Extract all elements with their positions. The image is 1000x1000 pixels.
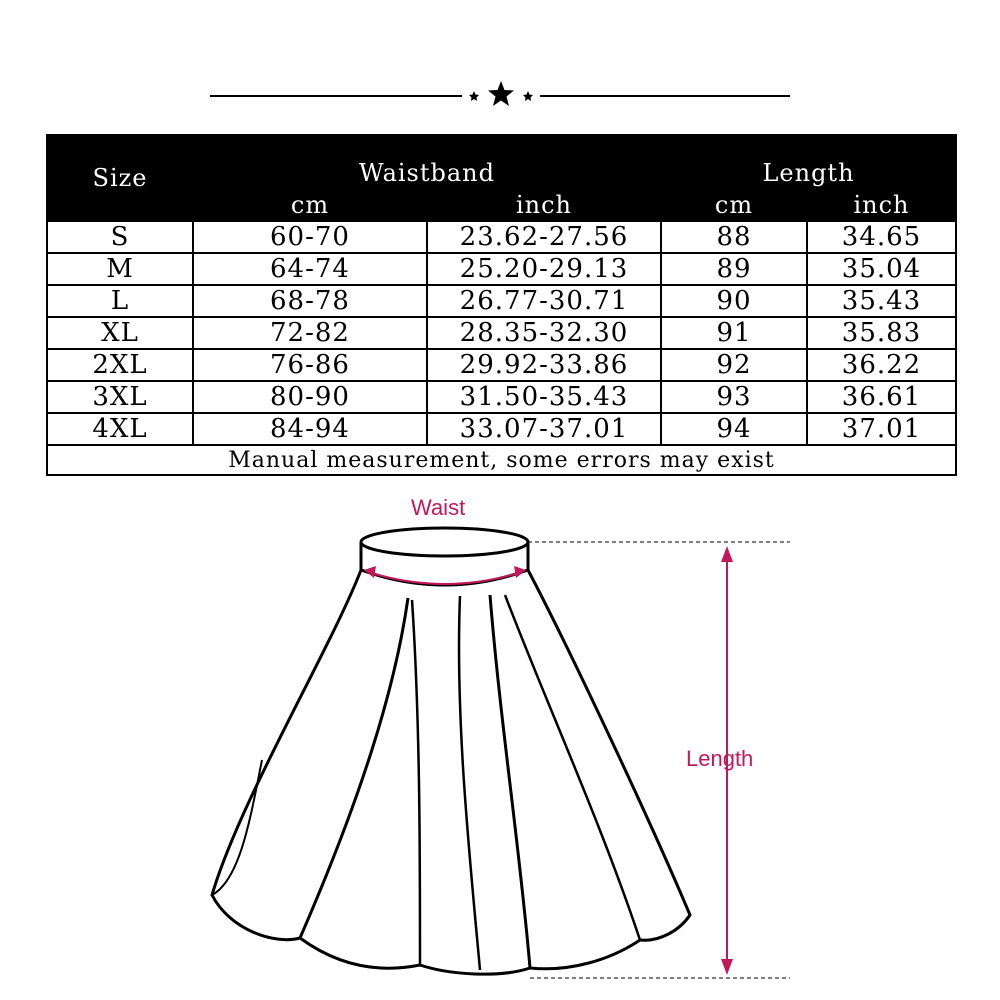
table-cell-length-cm: 94 xyxy=(660,412,808,446)
pleat-line xyxy=(488,594,532,969)
table-cell-length-cm: 89 xyxy=(660,252,808,286)
size-header: Size xyxy=(46,134,194,222)
waist-measure-curve xyxy=(367,571,523,585)
table-cell-length-inch: 37.01 xyxy=(806,412,957,446)
pleat-line xyxy=(410,599,422,966)
unit-header: inch xyxy=(806,188,957,222)
table-cell-size: L xyxy=(46,284,194,318)
table-cell-waist-cm: 80-90 xyxy=(192,380,428,414)
table-cell-size: XL xyxy=(46,316,194,350)
pleat-line xyxy=(298,597,410,939)
table-group-header-row: Waistband Length xyxy=(47,156,957,190)
waistband-header: Waistband xyxy=(192,156,662,190)
small-star-icon xyxy=(523,91,533,101)
arrow-left-icon xyxy=(364,566,376,578)
unit-header: inch xyxy=(426,188,662,222)
table-cell-size: 3XL xyxy=(46,380,194,414)
star-divider xyxy=(210,81,790,106)
table-header-band: Size xyxy=(46,134,957,222)
length-header: Length xyxy=(660,156,957,190)
length-label: Length xyxy=(686,746,754,771)
table-cell-size: 4XL xyxy=(46,412,194,446)
table-cell-size: S xyxy=(46,220,194,254)
waistband-top xyxy=(359,526,530,558)
arrow-up-icon xyxy=(721,546,733,562)
table-cell-waist-inch: 33.07-37.01 xyxy=(426,412,662,446)
table-cell-size: 2XL xyxy=(46,348,194,382)
table-cell-waist-inch: 28.35-32.30 xyxy=(426,316,662,350)
table-cell-waist-inch: 29.92-33.86 xyxy=(426,348,662,382)
table-cell-length-cm: 88 xyxy=(660,220,808,254)
waist-label: Waist xyxy=(411,495,466,520)
skirt-diagram xyxy=(210,526,790,979)
pleat-line xyxy=(211,759,263,896)
pleat-line xyxy=(503,594,642,941)
star-icon xyxy=(488,81,514,106)
table-cell-waist-cm: 72-82 xyxy=(192,316,428,350)
table-cell-waist-cm: 68-78 xyxy=(192,284,428,318)
table-cell-waist-inch: 31.50-35.43 xyxy=(426,380,662,414)
table-cell-length-inch: 34.65 xyxy=(806,220,957,254)
small-star-icon xyxy=(469,91,479,101)
table-cell-length-cm: 93 xyxy=(660,380,808,414)
table-cell-waist-cm: 84-94 xyxy=(192,412,428,446)
table-cell-length-cm: 90 xyxy=(660,284,808,318)
unit-header: cm xyxy=(192,188,428,222)
table-cell-waist-inch: 25.20-29.13 xyxy=(426,252,662,286)
table-cell-waist-inch: 23.62-27.56 xyxy=(426,220,662,254)
table-cell-length-inch: 35.83 xyxy=(806,316,957,350)
unit-header: cm xyxy=(660,188,808,222)
pleat-line xyxy=(457,595,482,971)
table-cell-length-inch: 35.04 xyxy=(806,252,957,286)
table-cell-waist-cm: 60-70 xyxy=(192,220,428,254)
skirt-outline xyxy=(210,568,692,976)
table-cell-size: M xyxy=(46,252,194,286)
table-cell-length-inch: 36.61 xyxy=(806,380,957,414)
measurement-note: Manual measurement, some errors may exis… xyxy=(46,444,957,476)
table-cell-waist-cm: 76-86 xyxy=(192,348,428,382)
table-cell-length-cm: 92 xyxy=(660,348,808,382)
table-cell-length-inch: 35.43 xyxy=(806,284,957,318)
table-cell-waist-cm: 64-74 xyxy=(192,252,428,286)
arrow-down-icon xyxy=(721,959,733,975)
arrow-right-icon xyxy=(514,566,526,578)
table-unit-header-row: cm inch cm inch xyxy=(47,188,957,222)
table-cell-waist-inch: 26.77-30.71 xyxy=(426,284,662,318)
note-row: Manual measurement, some errors may exis… xyxy=(46,444,957,476)
table-cell-length-inch: 36.22 xyxy=(806,348,957,382)
table-cell-length-cm: 91 xyxy=(660,316,808,350)
